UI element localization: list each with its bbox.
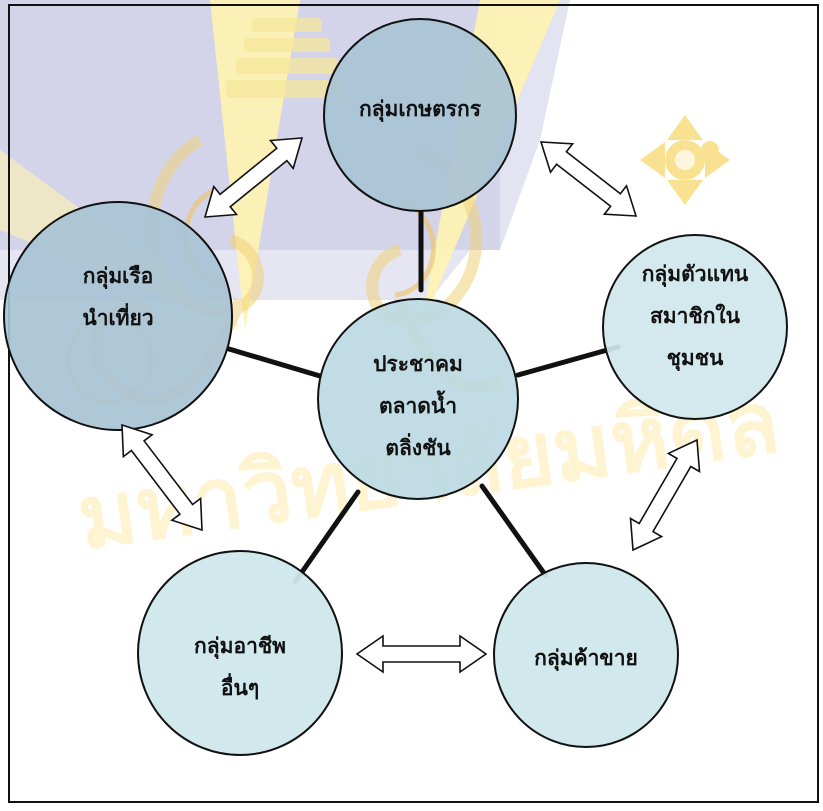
arrow-other-careers-merchants [355, 634, 488, 674]
center-line3: ตลิ่งชัน [385, 435, 451, 460]
arrow-boats-other-careers [121, 423, 203, 532]
other-careers-line1: กลุ่มอาชีพ [194, 633, 286, 658]
connector-lines [226, 209, 621, 585]
merchants-line1: กลุ่มค้าขาย [534, 645, 638, 670]
arrow-boats-farmers [203, 137, 304, 218]
node-center [317, 298, 519, 500]
connector-boats [226, 346, 323, 379]
center-line1: ประชาคม [373, 351, 463, 376]
representatives-line3: ชุมชน [666, 345, 724, 370]
node-other-careers [137, 550, 343, 756]
node-boats-label: กลุ่มเรือ นำเที่ยว [28, 255, 208, 339]
node-other-careers-label: กลุ่มอาชีพ อื่นๆ [150, 625, 330, 709]
representatives-line1: กลุ่มตัวแทน [641, 261, 749, 286]
node-merchants [493, 562, 679, 748]
representatives-line2: สมาชิกใน [649, 303, 741, 328]
relationship-arrows [121, 137, 701, 674]
node-center-label: ประชาคม ตลาดน้ำ ตลิ่งชัน [328, 343, 508, 469]
connector-merchants [479, 483, 549, 579]
boats-line1: กลุ่มเรือ [82, 263, 154, 288]
center-line2: ตลาดน้ำ [378, 393, 458, 418]
connector-representatives [515, 344, 621, 378]
farmers-line1: กลุ่มเกษตรกร [358, 96, 482, 121]
connector-other-careers [292, 489, 361, 585]
node-farmers-label: กลุ่มเกษตรกร [320, 88, 520, 130]
node-representatives-label: กลุ่มตัวแทน สมาชิกใน ชุมชน [615, 253, 775, 379]
diagram-border [8, 4, 819, 803]
node-farmers [323, 18, 517, 212]
node-merchants-label: กลุ่มค้าขาย [496, 637, 676, 679]
node-boats [3, 201, 233, 431]
arrow-farmers-representatives [539, 141, 638, 217]
arrow-representatives-merchants [629, 438, 701, 552]
boats-line2: นำเที่ยว [82, 305, 154, 330]
node-representatives [602, 234, 788, 420]
other-careers-line2: อื่นๆ [220, 675, 260, 700]
